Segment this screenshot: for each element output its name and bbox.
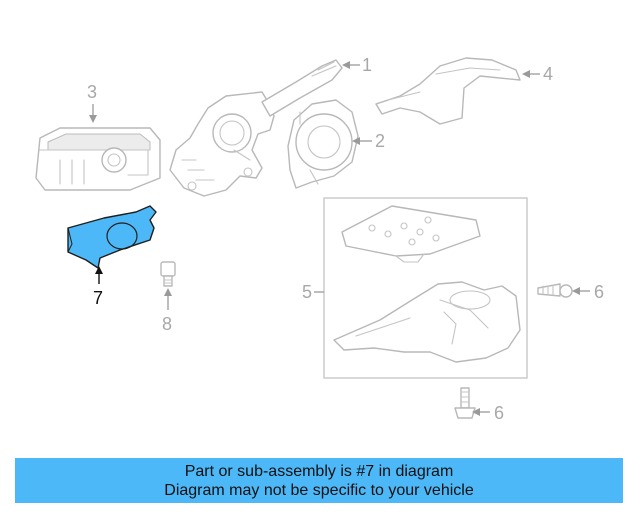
exploded-parts-diagram: 1 2 3 4 5 6 6: [35, 55, 604, 423]
callout-3-label: 3: [87, 82, 97, 102]
part-3-module: [35, 127, 161, 191]
callout-6-lower: 6: [472, 403, 504, 423]
part-5-lower-cover-box: [323, 197, 528, 379]
callout-7: 7: [93, 266, 103, 308]
banner-line-2: Diagram may not be specific to your vehi…: [164, 481, 474, 499]
callout-5-label: 5: [302, 282, 312, 302]
callout-7-label: 7: [93, 288, 103, 308]
part-8-bolt: [160, 261, 176, 287]
callout-4-label: 4: [543, 64, 553, 84]
callout-8-label: 8: [162, 314, 172, 334]
callout-6-upper-label: 6: [594, 282, 604, 302]
banner-line-1: Part or sub-assembly is #7 in diagram: [184, 462, 454, 480]
callout-6-lower-label: 6: [494, 403, 504, 423]
callout-6-upper: 6: [572, 282, 604, 302]
callout-4: 4: [522, 64, 553, 84]
part-1-combination-switch: [169, 59, 343, 197]
callout-1: 1: [342, 55, 372, 75]
info-banner: Part or sub-assembly is #7 in diagram Di…: [15, 458, 623, 503]
callout-2-label: 2: [375, 131, 385, 151]
callout-2: 2: [352, 131, 385, 151]
callout-5: 5: [302, 282, 324, 302]
part-7-bracket-highlighted: [67, 205, 157, 269]
callout-8: 8: [162, 288, 172, 334]
callout-3: 3: [87, 82, 97, 123]
part-4-upper-cover: [375, 57, 521, 125]
part-6-screw-upper: [537, 283, 573, 298]
part-6-screw-lower: [454, 387, 476, 419]
part-2-clock-spring: [287, 99, 359, 189]
callout-1-label: 1: [362, 55, 372, 75]
